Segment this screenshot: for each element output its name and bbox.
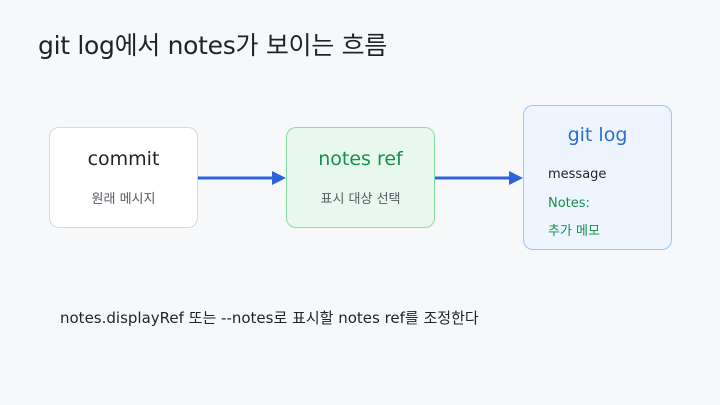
git-log-notes-text: 추가 메모 bbox=[548, 224, 600, 239]
caption: notes.displayRef 또는 --notes로 표시할 notes r… bbox=[60, 309, 479, 327]
notes-ref-node-description: 표시 대상 선택 bbox=[320, 192, 401, 207]
git-log-node-label: git log bbox=[567, 124, 628, 146]
commit-node-description: 원래 메시지 bbox=[91, 192, 156, 207]
git-log-message: message bbox=[548, 167, 607, 182]
arrow-notes-ref-to-git-log bbox=[435, 171, 523, 185]
notes-ref-node: notes ref 표시 대상 선택 bbox=[286, 127, 435, 228]
arrow-commit-to-notes-ref bbox=[198, 171, 286, 185]
commit-node: commit 원래 메시지 bbox=[49, 127, 198, 228]
git-log-node: git log message Notes: 추가 메모 bbox=[523, 105, 672, 250]
git-log-notes-label: Notes: bbox=[548, 196, 590, 211]
notes-ref-node-label: notes ref bbox=[318, 148, 403, 170]
slide-title: git log에서 notes가 보이는 흐름 bbox=[38, 31, 387, 60]
commit-node-label: commit bbox=[87, 148, 160, 170]
